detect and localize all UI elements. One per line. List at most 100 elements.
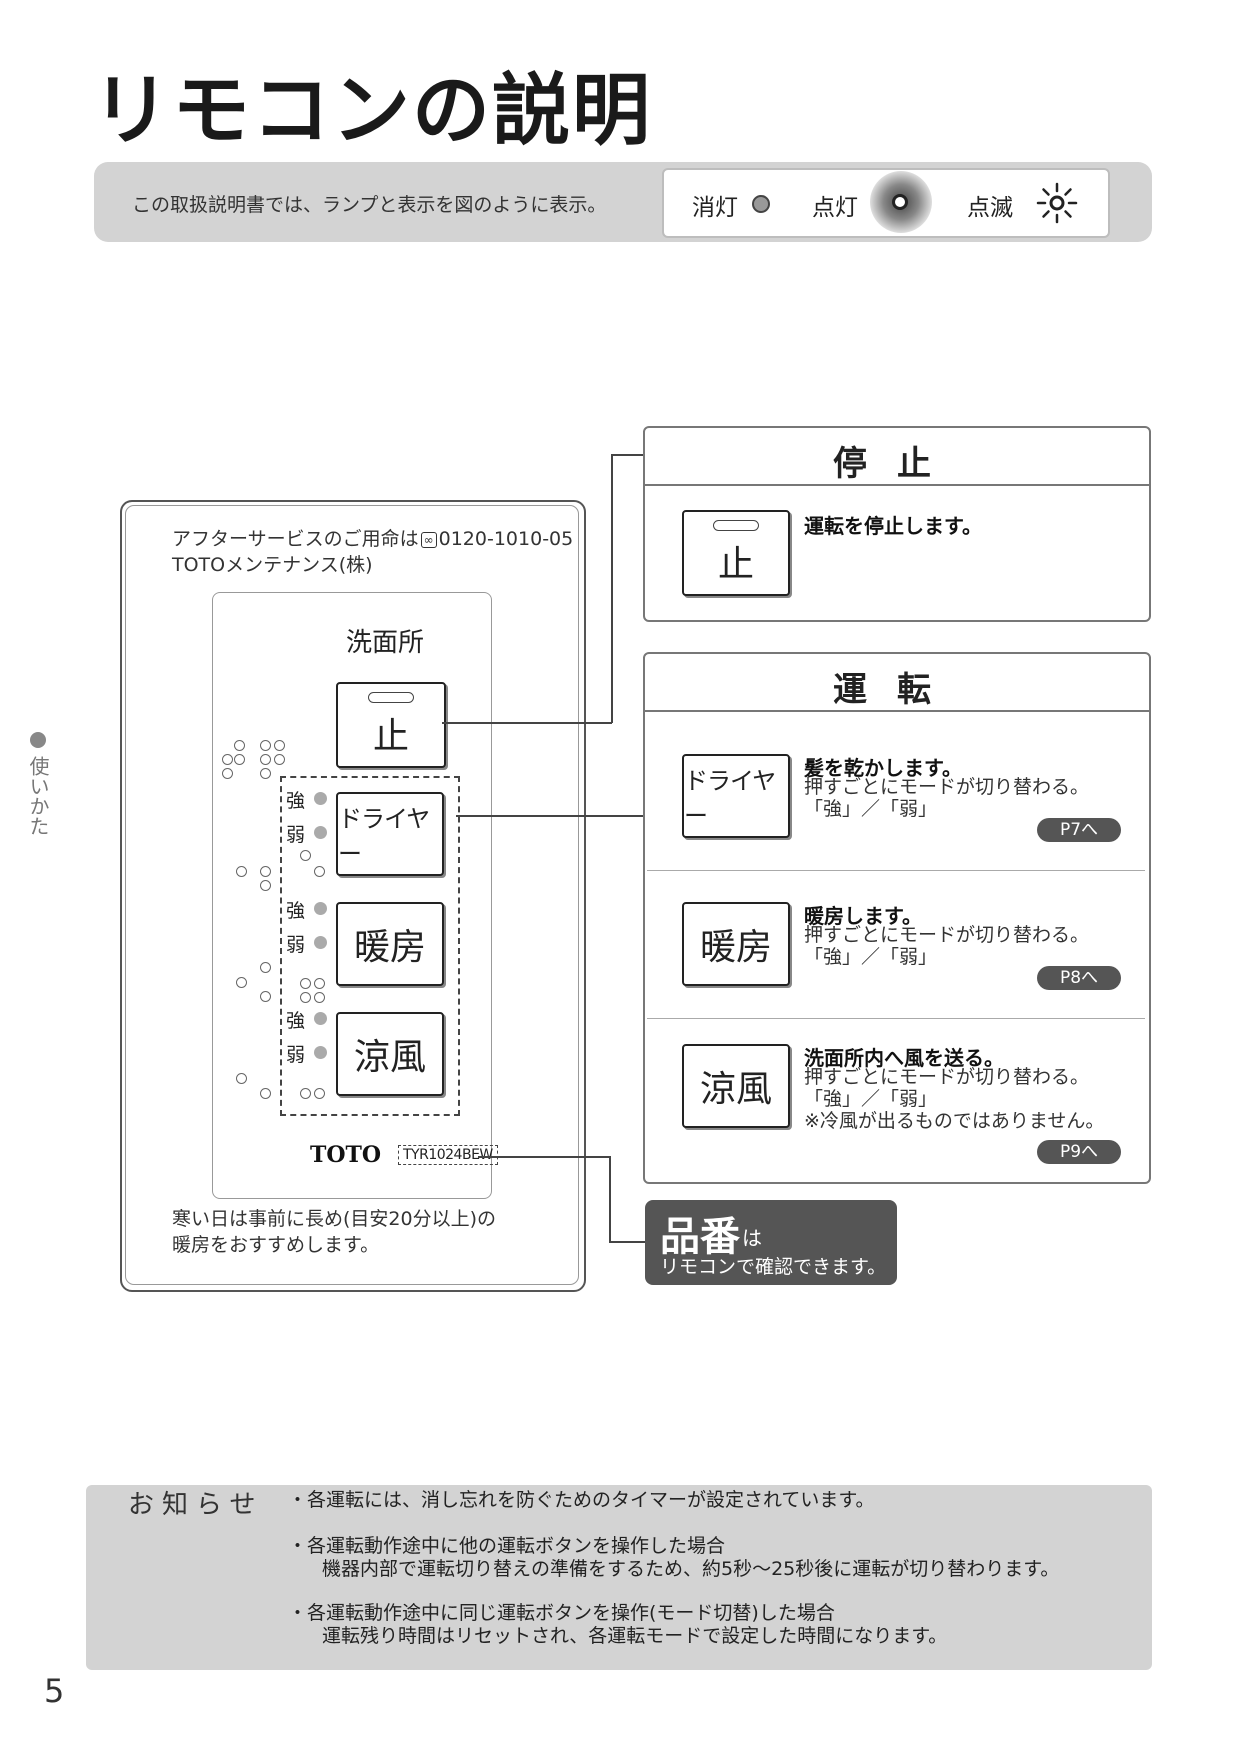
braille-dot bbox=[236, 977, 247, 988]
connector-model-h bbox=[478, 1156, 610, 1158]
side-tab-label: 使いかた bbox=[26, 756, 50, 836]
cool-strong-label: 強 bbox=[286, 1010, 306, 1032]
braille-dot bbox=[260, 768, 271, 779]
connector-stop-h2 bbox=[611, 454, 644, 456]
lamp-blink-icon bbox=[1036, 182, 1078, 224]
stop-section-header: 停止 bbox=[833, 444, 961, 484]
run-section-divider bbox=[645, 710, 1149, 712]
braille-dot bbox=[260, 866, 271, 877]
braille-dot bbox=[300, 992, 311, 1003]
service-line1: アフターサービスのご用命は bbox=[172, 528, 419, 550]
side-tab-dot-icon bbox=[30, 732, 46, 748]
cool-line2: 「強」／「弱」 bbox=[804, 1088, 938, 1110]
dryer-strong-label: 強 bbox=[286, 790, 306, 812]
service-info: アフターサービスのご用命は∞0120-1010-05 TOTOメンテナンス(株) bbox=[172, 526, 573, 578]
lamp-slot-icon bbox=[713, 519, 759, 531]
braille-dot bbox=[260, 740, 271, 751]
braille-dot bbox=[260, 991, 271, 1002]
cool-weak-lamp-icon bbox=[314, 1046, 327, 1059]
connector-stop-v bbox=[611, 454, 613, 723]
remote-stop-button[interactable]: 止 bbox=[336, 682, 446, 768]
remote-heat-button[interactable]: 暖房 bbox=[336, 902, 444, 986]
heat-weak-label: 弱 bbox=[286, 934, 306, 956]
braille-dot bbox=[234, 740, 245, 751]
remote-note-line2: 暖房をおすすめします。 bbox=[172, 1234, 380, 1256]
remote-note-line1: 寒い日は事前に長め(目安20分以上)の bbox=[172, 1208, 497, 1230]
panel-title: 洗面所 bbox=[346, 628, 425, 658]
remote-cool-button[interactable]: 涼風 bbox=[336, 1012, 444, 1096]
braille-dot bbox=[314, 992, 325, 1003]
braille-dot bbox=[300, 1088, 311, 1099]
remote-note: 寒い日は事前に長め(目安20分以上)の 暖房をおすすめします。 bbox=[172, 1206, 496, 1258]
braille-dot bbox=[314, 1088, 325, 1099]
connector-model-v bbox=[609, 1156, 611, 1242]
heat-title: 暖房します。 bbox=[804, 904, 922, 928]
braille-dot bbox=[260, 962, 271, 973]
notice-box bbox=[86, 1485, 1152, 1670]
run-section-header: 運転 bbox=[833, 670, 961, 710]
dryer-strong-lamp-icon bbox=[314, 792, 327, 805]
dryer-weak-lamp-icon bbox=[314, 826, 327, 839]
page-number: 5 bbox=[44, 1672, 65, 1710]
braille-dot bbox=[274, 740, 285, 751]
heat-strong-label: 強 bbox=[286, 900, 306, 922]
service-phone: 0120-1010-05 bbox=[438, 528, 574, 550]
cool-page-link[interactable]: P9へ bbox=[1037, 1140, 1121, 1164]
cool-title: 洗面所内へ風を送る。 bbox=[804, 1046, 1004, 1070]
dryer-weak-label: 弱 bbox=[286, 824, 306, 846]
stop-button-illustration: 止 bbox=[682, 510, 790, 596]
remote-dryer-button[interactable]: ドライヤー bbox=[336, 792, 444, 876]
heat-page-link[interactable]: P8へ bbox=[1037, 966, 1121, 990]
notice-heading: お知らせ bbox=[128, 1490, 264, 1520]
connector-run bbox=[456, 815, 644, 817]
stop-button-label: 止 bbox=[717, 543, 754, 585]
dryer-line1: 押すごとにモードが切り替わる。 bbox=[804, 776, 1090, 798]
legend-on-label: 点灯 bbox=[812, 195, 858, 221]
heat-button-illustration: 暖房 bbox=[682, 902, 790, 986]
legend-off-label: 消灯 bbox=[692, 195, 738, 221]
dryer-page-link[interactable]: P7へ bbox=[1037, 818, 1121, 842]
braille-dot bbox=[260, 1088, 271, 1099]
notice-bullet-1: ・各運転には、消し忘れを防ぐためのタイマーが設定されています。 bbox=[288, 1489, 875, 1511]
braille-dot bbox=[222, 754, 233, 765]
legend-description: この取扱説明書では、ランプと表示を図のように表示。 bbox=[132, 194, 607, 216]
page-title: リモコンの説明 bbox=[92, 66, 653, 156]
cool-button-illustration: 涼風 bbox=[682, 1044, 790, 1128]
model-number-callout bbox=[645, 1200, 897, 1285]
dryer-title: 髪を乾かします。 bbox=[804, 756, 962, 780]
hinban-big: 品番 bbox=[660, 1214, 740, 1260]
hinban-small: は bbox=[742, 1226, 762, 1250]
heat-line2: 「強」／「弱」 bbox=[804, 946, 938, 968]
remote-stop-label: 止 bbox=[372, 715, 409, 757]
braille-dot bbox=[236, 866, 247, 877]
braille-dot bbox=[260, 880, 271, 891]
notice-bullet-3-sub: 運転残り時間はリセットされ、各運転モードで設定した時間になります。 bbox=[322, 1625, 948, 1647]
braille-dot bbox=[314, 978, 325, 989]
braille-dot bbox=[300, 850, 311, 861]
connector-model-h2 bbox=[609, 1241, 645, 1243]
braille-dot bbox=[300, 978, 311, 989]
remote-body-inner-border bbox=[125, 505, 579, 1285]
braille-dot bbox=[222, 768, 233, 779]
cool-line3: ※冷風が出るものではありません。 bbox=[804, 1110, 1105, 1132]
model-number-label: TYR1024BEW bbox=[398, 1145, 498, 1165]
run-item-divider bbox=[647, 870, 1145, 871]
service-line2: TOTOメンテナンス(株) bbox=[172, 554, 373, 576]
brand-logo: TOTO bbox=[310, 1142, 382, 1168]
braille-dot bbox=[274, 754, 285, 765]
notice-bullet-2: ・各運転動作途中に他の運転ボタンを操作した場合 bbox=[288, 1535, 726, 1557]
hinban-line2: リモコンで確認できます。 bbox=[660, 1256, 887, 1278]
dryer-button-illustration: ドライヤー bbox=[682, 754, 790, 838]
stop-description: 運転を停止します。 bbox=[804, 514, 982, 538]
cool-strong-lamp-icon bbox=[314, 1012, 327, 1025]
connector-stop-h bbox=[442, 722, 612, 724]
braille-dot bbox=[236, 1073, 247, 1084]
run-item-divider bbox=[647, 1018, 1145, 1019]
notice-bullet-3: ・各運転動作途中に同じ運転ボタンを操作(モード切替)した場合 bbox=[288, 1602, 835, 1624]
heat-line1: 押すごとにモードが切り替わる。 bbox=[804, 924, 1090, 946]
braille-dot bbox=[234, 754, 245, 765]
cool-weak-label: 弱 bbox=[286, 1044, 306, 1066]
mode-button-group bbox=[280, 776, 460, 1116]
dryer-line2: 「強」／「弱」 bbox=[804, 798, 938, 820]
heat-strong-lamp-icon bbox=[314, 902, 327, 915]
